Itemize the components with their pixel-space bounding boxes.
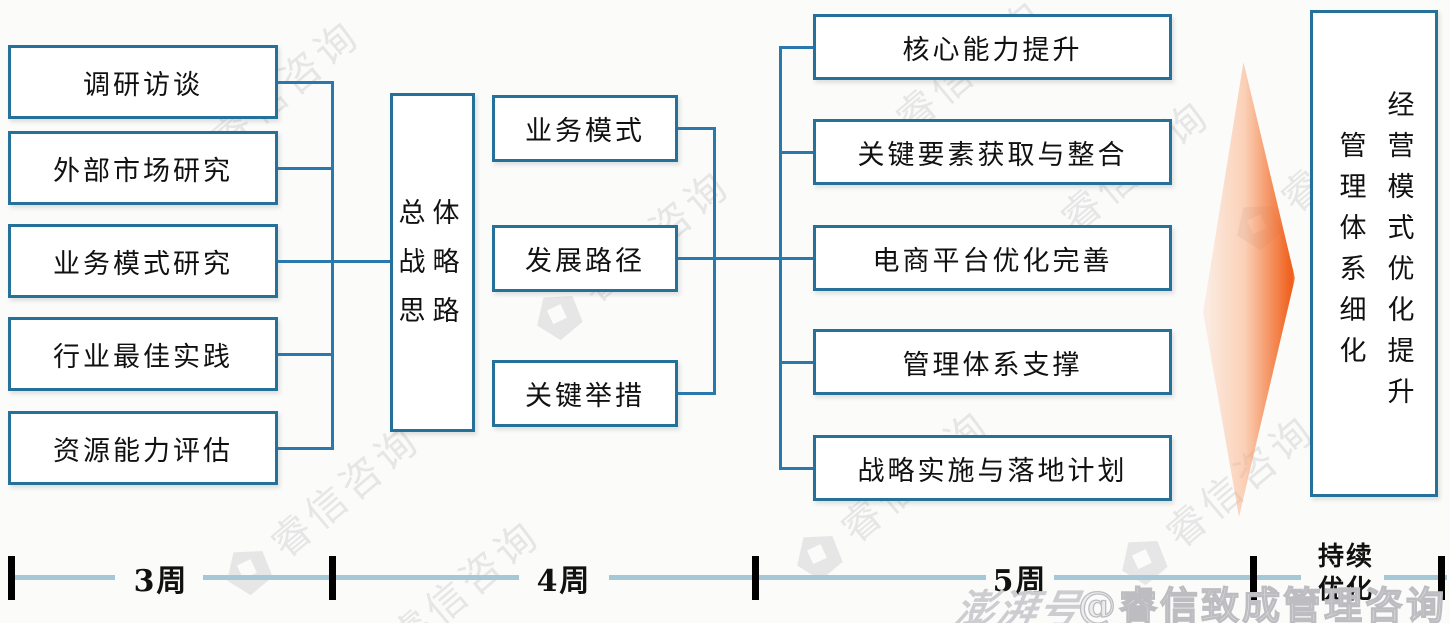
overall-strategy-box: 总体 战略 思路: [390, 93, 475, 432]
connector: [779, 151, 813, 154]
timeline-tick: [752, 556, 759, 600]
action-box-implementation-plan: 战略实施与落地计划: [813, 435, 1172, 501]
box-label: 业务模式研究: [53, 248, 233, 280]
connector: [278, 260, 333, 263]
box-label: 战略实施与落地计划: [857, 455, 1128, 487]
outcome-column: 经营模式优化提升: [1382, 89, 1414, 418]
connector: [278, 353, 333, 356]
outcome-vertical-text: 经营模式优化提升 管理体系细化: [1322, 63, 1427, 445]
pentagon-logo-icon: [526, 283, 590, 346]
continuous-line: 优化: [1317, 575, 1374, 605]
box-label: 电商平台优化完善: [872, 245, 1113, 277]
box-label: 行业最佳实践: [53, 341, 233, 373]
input-box-best-practice: 行业最佳实践: [8, 317, 278, 391]
timeline-phase-2-label: 4周: [536, 564, 592, 599]
box-label: 核心能力提升: [902, 34, 1083, 66]
box-label: 发展路径: [525, 246, 645, 277]
action-box-management-support: 管理体系支撑: [813, 329, 1172, 395]
timeline-tick: [8, 556, 15, 600]
outcome-box: 经营模式优化提升 管理体系细化: [1310, 10, 1438, 497]
pillar-box-business-model: 业务模式: [492, 95, 678, 162]
timeline-phase-3-label: 5周: [992, 564, 1048, 599]
timeline-phase-1-label: 3周: [133, 564, 189, 599]
connector: [779, 257, 813, 260]
pentagon-logo-icon: [216, 538, 280, 601]
strategy-line: 思路: [398, 296, 467, 327]
timeline-segment: [1384, 575, 1447, 580]
input-box-resource-capability: 资源能力评估: [8, 411, 278, 485]
timeline-segment: [609, 575, 986, 580]
pillar-box-key-measures: 关键举措: [492, 360, 678, 427]
timeline-segment: [14, 575, 115, 580]
timeline-segment: [1054, 575, 1301, 580]
outcome-column: 管理体系细化: [1334, 130, 1366, 377]
connector: [713, 257, 781, 260]
box-label: 业务模式: [525, 116, 645, 147]
account-watermark: @睿信致成管理咨询: [1077, 582, 1448, 623]
action-box-key-elements: 关键要素获取与整合: [813, 119, 1172, 185]
connector: [678, 127, 715, 130]
box-label: 管理体系支撑: [902, 349, 1083, 381]
pillar-box-development-path: 发展路径: [492, 225, 678, 292]
right-arrow: [1203, 62, 1295, 517]
timeline-tick: [1438, 556, 1445, 600]
timeline-continuous-label: 持续 优化: [1302, 541, 1390, 607]
input-box-external-market: 外部市场研究: [8, 131, 278, 205]
strategy-line: 总体: [398, 198, 467, 229]
timeline-tick: [329, 556, 336, 600]
watermark-text: 睿信咨询: [262, 416, 430, 568]
box-label: 资源能力评估: [53, 435, 233, 467]
connector: [779, 467, 813, 470]
box-label: 关键要素获取与整合: [857, 139, 1128, 171]
timeline-segment: [203, 575, 519, 580]
connector-spine: [713, 127, 716, 395]
pentagon-logo-icon: [1111, 528, 1175, 591]
connector: [278, 167, 333, 170]
strategy-line: 战略: [398, 247, 467, 278]
box-label: 调研访谈: [83, 69, 203, 101]
connector: [678, 257, 715, 260]
connector: [678, 392, 715, 395]
connector: [278, 81, 333, 84]
connector-spine: [331, 81, 334, 450]
input-box-research-interview: 调研访谈: [8, 45, 278, 119]
connector: [331, 260, 390, 263]
connector: [779, 46, 813, 49]
box-label: 关键举措: [525, 381, 645, 412]
outcome-text-wrap: 经营模式优化提升 管理体系细化: [1313, 13, 1435, 494]
action-box-core-capability: 核心能力提升: [813, 14, 1172, 80]
connector: [278, 447, 333, 450]
box-label: 外部市场研究: [53, 155, 233, 187]
connector: [779, 361, 813, 364]
action-box-ecommerce-platform: 电商平台优化完善: [813, 225, 1172, 291]
continuous-line: 持续: [1317, 542, 1374, 572]
timeline-tick: [1250, 556, 1257, 600]
input-box-business-model-research: 业务模式研究: [8, 224, 278, 298]
